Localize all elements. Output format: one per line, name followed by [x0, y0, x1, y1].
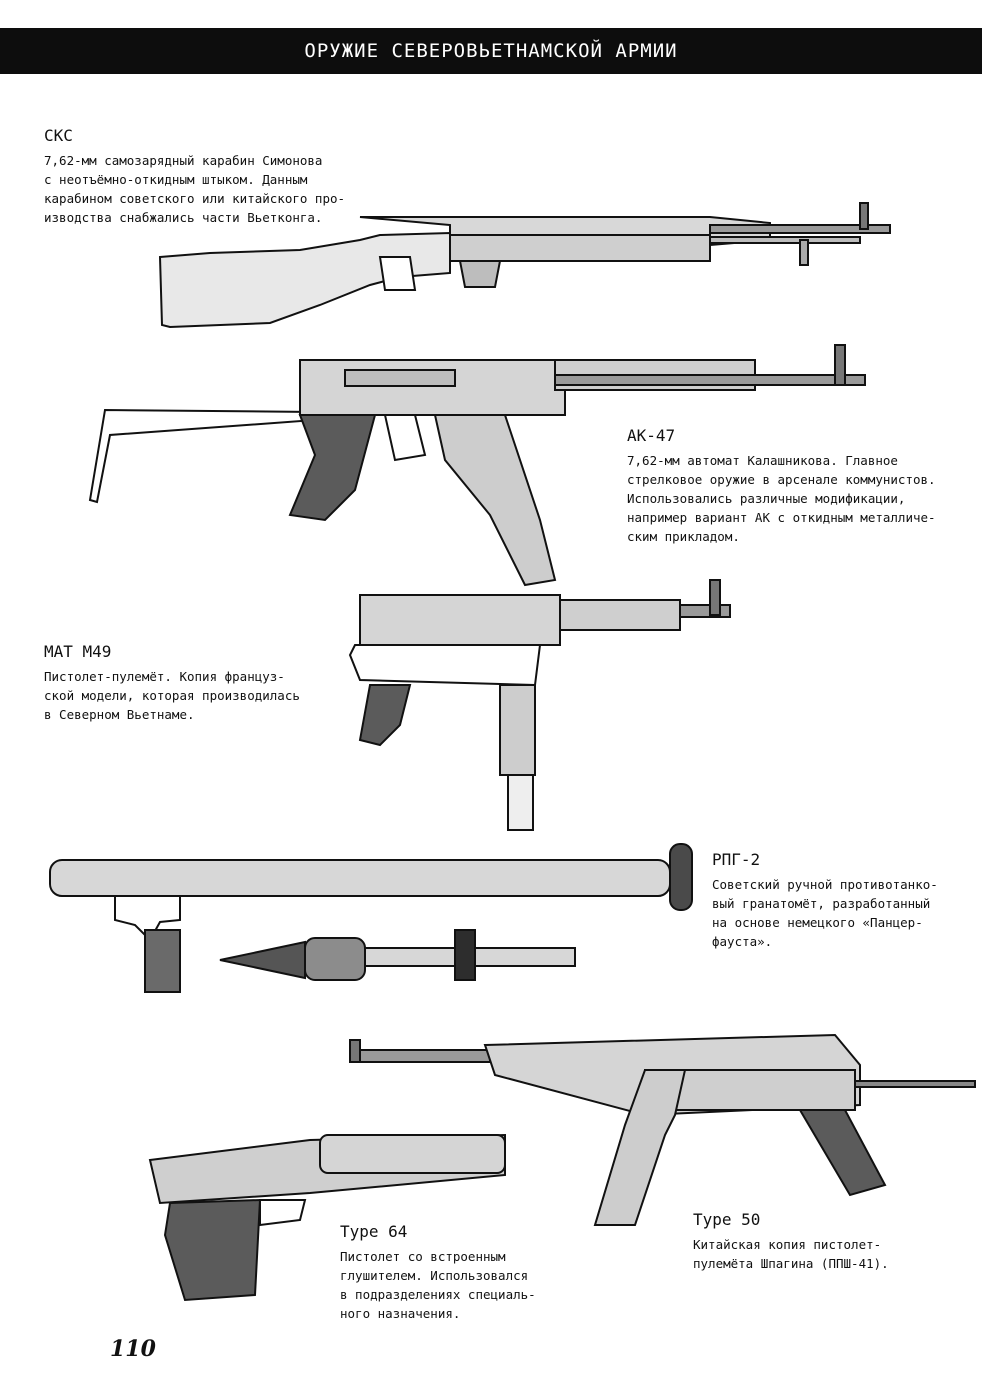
entry-description: Советский ручной противотанко- вый грана… — [712, 877, 938, 949]
type50-smg-illustration — [349, 1033, 976, 1226]
mat49-smg-illustration — [348, 579, 731, 831]
entry-mat49: МАТ М49 Пистолет-пулемёт. Копия француз-… — [44, 642, 319, 724]
entry-description: Пистолет со встроенным глушителем. Испол… — [340, 1249, 536, 1321]
entry-description: 7,62-мм автомат Калашникова. Главное стр… — [627, 453, 936, 544]
sks-rifle-illustration — [158, 202, 891, 329]
page-number: 110 — [110, 1336, 156, 1362]
entry-ak47: АК-47 7,62-мм автомат Калашникова. Главн… — [627, 426, 947, 546]
entry-title: СКС — [44, 126, 73, 145]
entry-description: Пистолет-пулемёт. Копия француз- ской мо… — [44, 669, 300, 722]
entry-description: 7,62-мм самозарядный карабин Симонова с … — [44, 153, 346, 225]
entry-title: АК-47 — [627, 426, 676, 445]
entry-description: Китайская копия пистолет- пулемёта Шпаги… — [693, 1237, 889, 1271]
entry-rpg2: РПГ-2 Советский ручной противотанко- вый… — [712, 850, 950, 951]
type64-pistol-illustration — [148, 1133, 506, 1302]
entry-type64: Type 64 Пистолет со встроенным глушителе… — [340, 1222, 540, 1323]
entry-title: РПГ-2 — [712, 850, 761, 869]
entry-title: МАТ М49 — [44, 642, 112, 661]
entry-title: Type 50 — [693, 1210, 761, 1229]
ak47-rifle-illustration — [88, 344, 866, 587]
entry-title: Type 64 — [340, 1222, 408, 1241]
entry-sks: СКС 7,62-мм самозарядный карабин Симонов… — [44, 126, 362, 227]
page-header-title: ОРУЖИЕ СЕВЕРОВЬЕТНАМСКОЙ АРМИИ — [304, 40, 678, 62]
rpg2-launcher-illustration — [49, 843, 693, 993]
entry-type50: Type 50 Китайская копия пистолет- пулемё… — [693, 1210, 913, 1273]
page-header: ОРУЖИЕ СЕВЕРОВЬЕТНАМСКОЙ АРМИИ — [0, 28, 982, 74]
